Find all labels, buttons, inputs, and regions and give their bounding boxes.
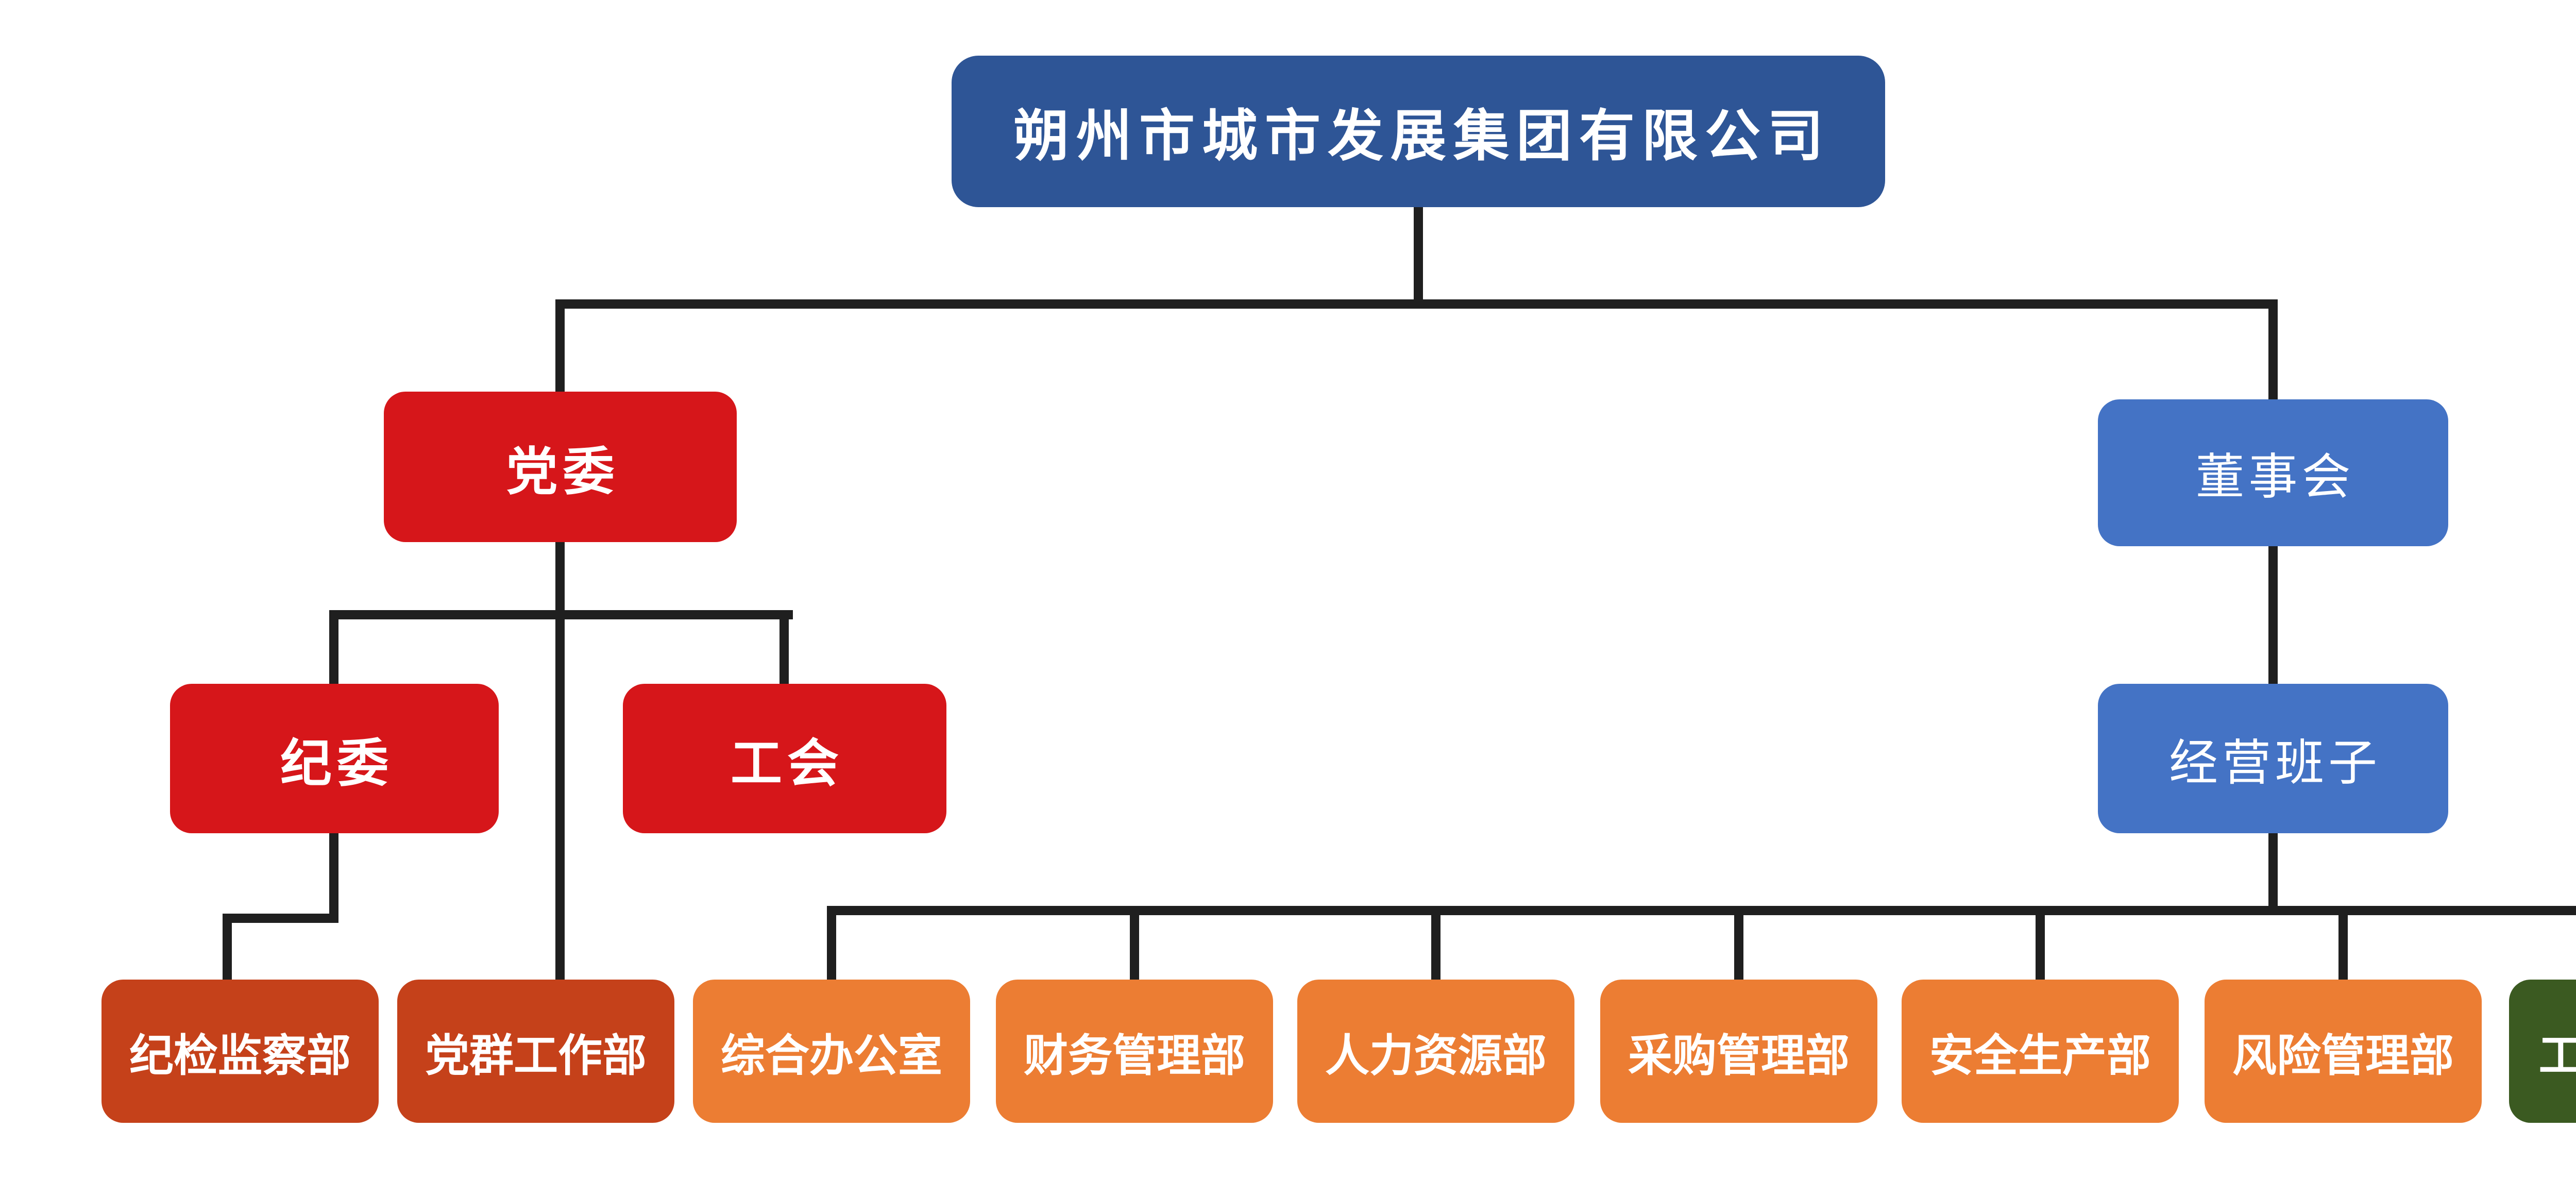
connector-jiwei-down [329,833,338,923]
connector-to-dangwei [555,309,565,392]
node-dept-engineering: 工程事业部 [2509,980,2576,1123]
connector-party-horizontal [329,610,793,619]
node-dept-human-resources: 人力资源部 [1297,980,1574,1123]
node-management-team: 经营班子 [2098,684,2448,833]
node-dept-discipline-inspection: 纪检监察部 [101,980,379,1123]
node-discipline-committee: 纪委 [170,684,499,833]
connector-to-anquan [2036,906,2045,980]
node-dept-risk-management: 风险管理部 [2205,980,2482,1123]
node-dept-work-safety: 安全生产部 [1902,980,2179,1123]
connector-to-zonghe [827,906,836,980]
connector-to-jijian [223,923,232,980]
connector-to-gonghui [779,619,789,684]
connector-to-caigou [1734,906,1743,980]
connector-top-horizontal [555,299,2278,309]
node-dept-general-office: 综合办公室 [693,980,970,1123]
connector-to-dongshihui [2268,309,2278,399]
node-dept-finance: 财务管理部 [996,980,1273,1123]
node-dept-procurement: 采购管理部 [1600,980,1877,1123]
connector-to-caiwu [1130,906,1139,980]
node-board-of-directors: 董事会 [2098,399,2448,546]
node-party-committee: 党委 [384,392,737,542]
connector-dept-bus [827,906,2576,915]
connector-to-renli [1431,906,1440,980]
connector-dangwei-down [555,542,565,980]
connector-to-fengxian [2338,906,2348,980]
connector-jingying-down [2268,833,2278,915]
node-company-root: 朔州市城市发展集团有限公司 [952,56,1885,207]
node-labor-union: 工会 [623,684,946,833]
connector-to-jiwei [329,619,338,684]
node-dept-party-mass-work: 党群工作部 [397,980,674,1123]
connector-dongshihui-down [2268,546,2278,684]
connector-root-down [1414,207,1423,309]
connector-jiwei-elbow [223,914,338,923]
